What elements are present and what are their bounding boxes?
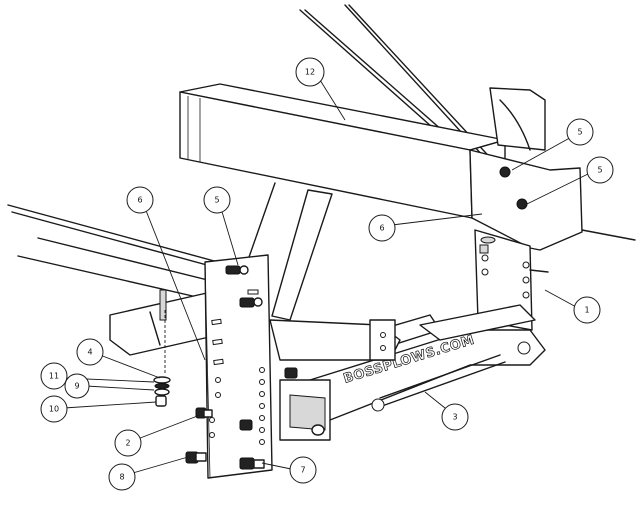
callout-c5a: 5 <box>566 118 594 146</box>
callout-c5c: 5 <box>203 186 231 214</box>
callout-c11: 11 <box>40 362 68 390</box>
callout-c8: 8 <box>108 463 136 491</box>
callout-c10: 10 <box>40 395 68 423</box>
callout-c9: 9 <box>64 373 90 399</box>
svg-text:12: 12 <box>305 68 315 77</box>
callout-c5b: 5 <box>586 156 614 184</box>
callout-c6a: 6 <box>368 214 396 242</box>
left-plate-bolts <box>185 265 298 470</box>
svg-text:8: 8 <box>119 473 124 482</box>
center-frame <box>269 319 401 441</box>
callout-c3: 3 <box>441 403 469 431</box>
svg-text:2: 2 <box>125 439 130 448</box>
svg-text:5: 5 <box>214 196 219 205</box>
svg-text:5: 5 <box>577 128 582 137</box>
left-mount-plate <box>204 254 273 479</box>
callout-c1: 1 <box>573 296 601 324</box>
callout-c2: 2 <box>114 429 142 457</box>
svg-text:11: 11 <box>49 372 59 381</box>
callout-c6b: 6 <box>126 186 154 214</box>
callout-c12: 12 <box>295 57 325 87</box>
callout-c7: 7 <box>289 456 317 484</box>
svg-text:7: 7 <box>300 466 305 475</box>
svg-text:1: 1 <box>584 306 589 315</box>
svg-text:10: 10 <box>49 405 59 414</box>
svg-text:5: 5 <box>597 166 602 175</box>
svg-text:6: 6 <box>379 224 384 233</box>
callout-c4: 4 <box>76 338 104 366</box>
svg-text:9: 9 <box>74 382 79 391</box>
svg-text:6: 6 <box>137 196 142 205</box>
svg-text:4: 4 <box>87 348 92 357</box>
support-brace <box>247 182 333 321</box>
hardware-stack <box>153 376 171 407</box>
svg-text:3: 3 <box>452 413 457 422</box>
